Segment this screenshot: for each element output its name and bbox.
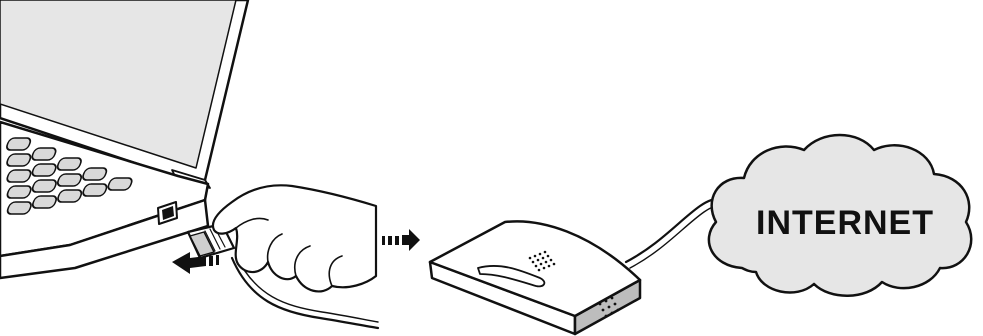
internet-cloud: INTERNET [709, 135, 971, 296]
hand [213, 185, 376, 291]
router [430, 198, 730, 334]
flow-arrow-icon [382, 229, 420, 251]
cloud-label: INTERNET [756, 204, 934, 242]
